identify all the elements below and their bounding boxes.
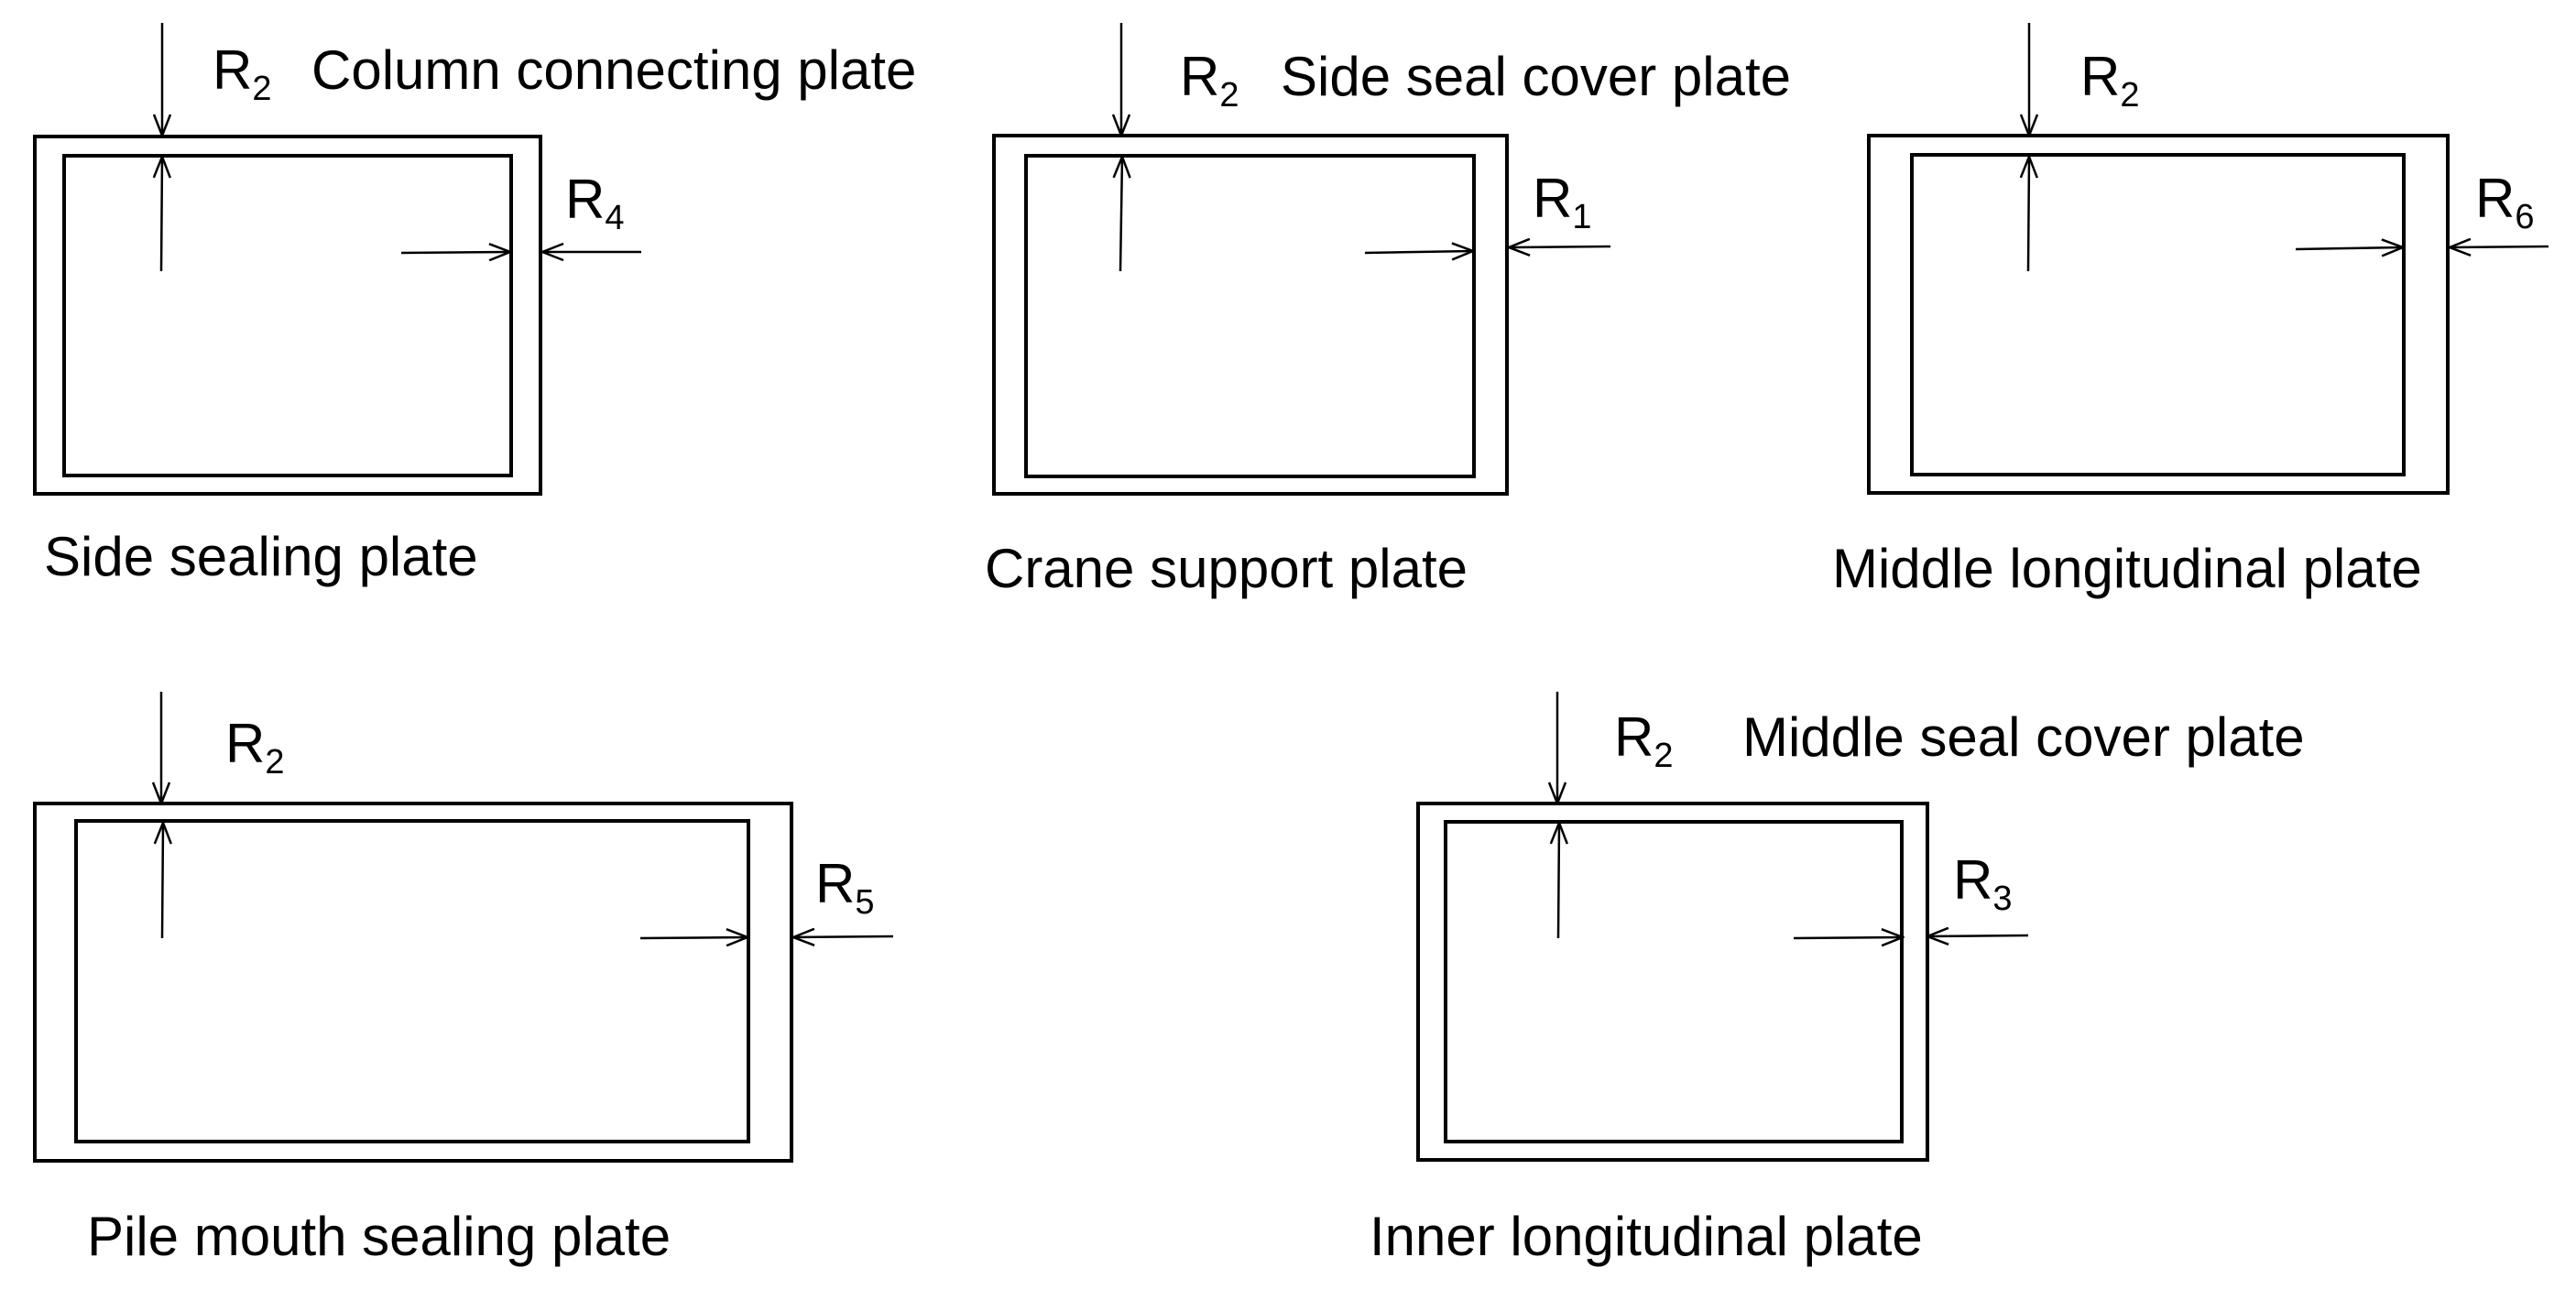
inner-plate-frame — [1024, 154, 1476, 478]
plate-inner-longitudinal: R2 Middle seal cover plate R3 Inner long… — [1370, 692, 2305, 1267]
side-reaction-arrow — [2295, 247, 2403, 249]
top-reaction-arrow — [1120, 157, 1122, 272]
side-reaction-arrow — [639, 937, 748, 938]
top-connection-label: Column connecting plate — [311, 39, 916, 101]
plate-caption: Side sealing plate — [44, 526, 478, 587]
outer-plate-frame — [1867, 134, 2450, 495]
side-force-label: R1 — [1533, 168, 1591, 236]
side-reaction-arrow — [1364, 251, 1473, 253]
side-load-arrow — [1509, 246, 1611, 247]
side-load-arrow — [793, 936, 894, 937]
side-reaction-arrow — [1793, 937, 1903, 938]
side-load-arrow — [1927, 935, 2029, 936]
side-force-label: R4 — [565, 169, 624, 237]
top-force-label: R2 — [2080, 46, 2139, 115]
top-force-label: R2 — [225, 713, 284, 782]
plate-pile-mouth-sealing: R2 R5 Pile mouth sealing plate — [33, 692, 894, 1267]
top-force-label: R2 — [1180, 46, 1239, 115]
inner-plate-frame — [74, 819, 750, 1143]
top-reaction-arrow — [2028, 157, 2029, 272]
plate-caption: Pile mouth sealing plate — [87, 1206, 671, 1267]
plate-middle-longitudinal: R2 R6 Middle longitudinal plate — [1832, 23, 2549, 599]
inner-plate-frame — [1910, 153, 2406, 476]
top-reaction-arrow — [161, 157, 162, 272]
side-force-label: R3 — [1953, 849, 2012, 918]
plate-caption: Inner longitudinal plate — [1370, 1206, 1923, 1267]
side-load-arrow — [2450, 246, 2549, 247]
side-force-label: R6 — [2475, 168, 2534, 236]
top-force-label: R2 — [1614, 706, 1673, 775]
plate-caption: Middle longitudinal plate — [1832, 538, 2422, 599]
inner-plate-frame — [62, 154, 513, 477]
outer-plate-frame — [33, 802, 793, 1163]
inner-plate-frame — [1444, 820, 1904, 1143]
outer-plate-frame — [992, 134, 1509, 496]
top-connection-label: Side seal cover plate — [1281, 46, 1791, 107]
side-force-label: R5 — [815, 853, 874, 922]
side-reaction-arrow — [400, 252, 510, 253]
top-force-label: R2 — [213, 39, 271, 108]
plate-caption: Crane support plate — [985, 538, 1468, 599]
top-connection-label: Middle seal cover plate — [1742, 706, 2305, 768]
outer-plate-frame — [1416, 802, 1929, 1162]
top-reaction-arrow — [1558, 823, 1559, 939]
outer-plate-frame — [33, 135, 542, 496]
plate-side-sealing: R2 Column connecting plate R4 Side seali… — [33, 23, 916, 587]
plate-crane-support: R2 Side seal cover plate R1 Crane suppor… — [985, 23, 1791, 599]
top-reaction-arrow — [162, 823, 163, 939]
